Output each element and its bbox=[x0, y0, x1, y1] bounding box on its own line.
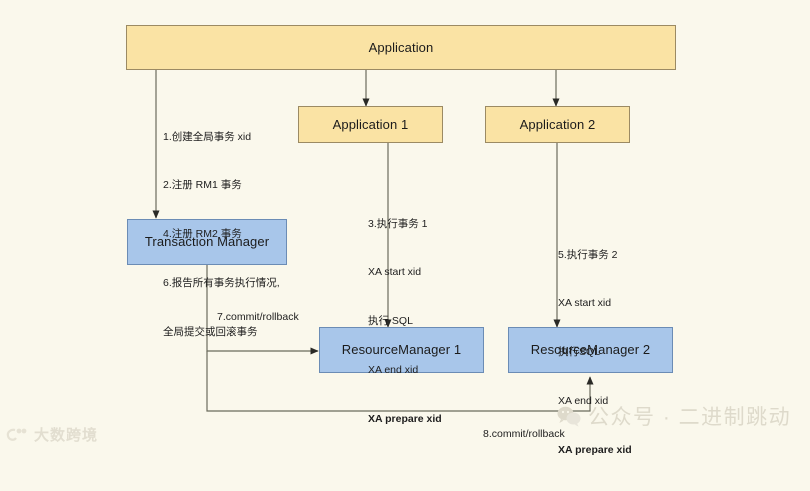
wechat-icon bbox=[556, 405, 582, 427]
annotation-line: XA end xid bbox=[368, 363, 419, 376]
node-resource-manager1[interactable]: ResourceManager 1 bbox=[319, 327, 484, 373]
annotation-line: 6.报告所有事务执行情况, bbox=[163, 276, 280, 289]
watermark-right: 公众号 · 二进制跳动 bbox=[556, 401, 791, 431]
annotation-line: 5.执行事务 2 bbox=[558, 248, 618, 261]
xa-transaction-diagram: Application Application 1 Application 2 … bbox=[6, 25, 791, 456]
annotation-line: 3.执行事务 1 bbox=[368, 217, 428, 230]
node-application2[interactable]: Application 2 bbox=[485, 106, 630, 143]
annotation-line: XA start xid bbox=[368, 266, 422, 279]
annotation-resourcemanager1-steps: 3.执行事务 1 XA start xid 执行 SQL XA end xid … bbox=[368, 183, 442, 460]
node-application[interactable]: Application bbox=[126, 25, 676, 70]
node-resource-manager1-label: ResourceManager 1 bbox=[341, 342, 462, 358]
watermark-left-text: 大数跨境 bbox=[34, 427, 99, 444]
annotation-line: 2.注册 RM1 事务 bbox=[163, 179, 242, 192]
annotation-line: 全局提交或回滚事务 bbox=[163, 325, 258, 338]
annotation-line: 执行 SQL bbox=[368, 315, 413, 328]
annotation-line: 执行SQL bbox=[558, 346, 601, 359]
annotation-line-emphasis: XA prepare xid bbox=[558, 443, 632, 456]
node-application2-label: Application 2 bbox=[519, 116, 596, 132]
annotation-line: 4.注册 RM2 事务 bbox=[163, 228, 242, 241]
annotation-line-emphasis: XA prepare xid bbox=[368, 412, 442, 425]
node-application-label: Application bbox=[368, 39, 434, 55]
node-resource-manager2-label: ResourceManager 2 bbox=[530, 342, 651, 358]
node-resource-manager2[interactable]: ResourceManager 2 bbox=[508, 327, 673, 373]
annotation-line: 1.创建全局事务 xid bbox=[163, 130, 252, 143]
node-transaction-manager-label: Transaction Manager bbox=[144, 234, 270, 250]
node-transaction-manager[interactable]: Transaction Manager bbox=[127, 219, 287, 265]
node-application1-label: Application 1 bbox=[332, 116, 409, 132]
dashukuajing-logo-icon bbox=[6, 427, 28, 443]
annotation-line: XA end xid bbox=[558, 394, 609, 407]
annotation-resourcemanager2-steps: 5.执行事务 2 XA start xid 执行SQL XA end xid X… bbox=[558, 214, 632, 491]
edge-label-commit-rollback-rm1: 7.commit/rollback bbox=[217, 311, 299, 323]
node-application1[interactable]: Application 1 bbox=[298, 106, 443, 143]
annotation-line: XA start xid bbox=[558, 297, 612, 310]
watermark-right-text: 公众号 · 二进制跳动 bbox=[588, 406, 792, 429]
watermark-left: 大数跨境 bbox=[6, 424, 98, 445]
edge-label-commit-rollback-rm2: 8.commit/rollback bbox=[483, 428, 565, 440]
annotation-transaction-manager-steps: 1.创建全局事务 xid 2.注册 RM1 事务 4.注册 RM2 事务 6.报… bbox=[163, 96, 280, 373]
